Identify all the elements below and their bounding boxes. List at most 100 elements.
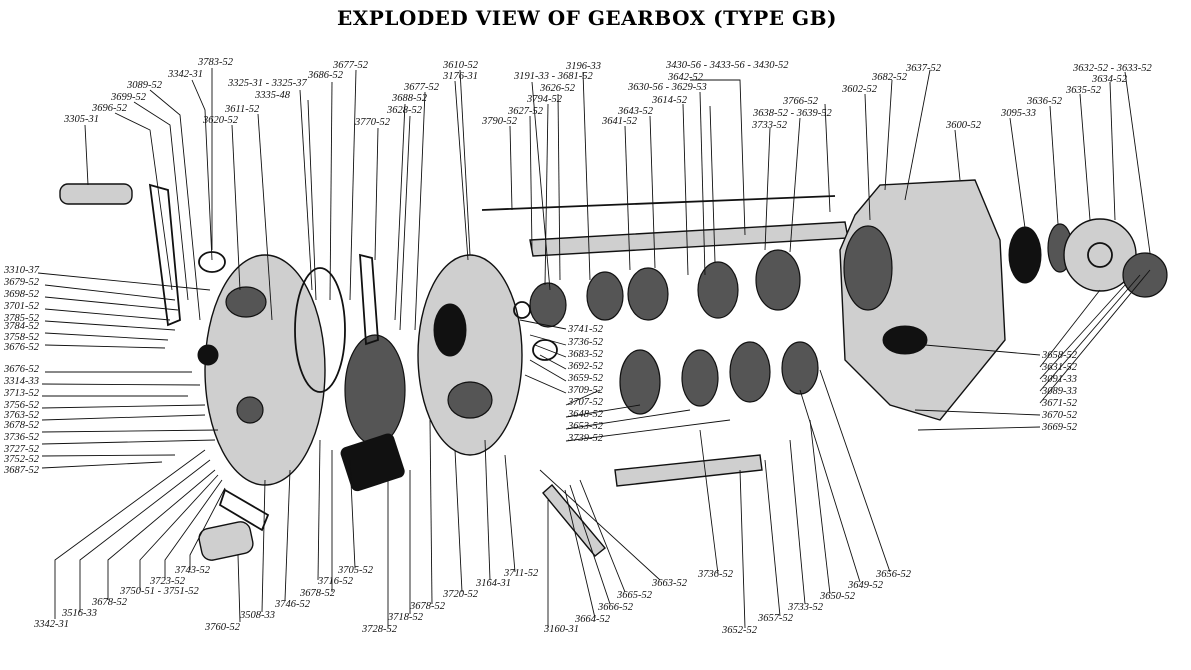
part-label: 3790-52 bbox=[481, 116, 518, 127]
part-label: 3196-33 bbox=[565, 61, 601, 72]
part-label: 3637-52 bbox=[905, 63, 942, 74]
part-label: 3713-52 bbox=[3, 388, 40, 399]
part-label: 3164-31 bbox=[475, 578, 511, 589]
part-label: 3718-52 bbox=[387, 612, 424, 623]
part-label: 3728-52 bbox=[361, 624, 398, 635]
part-label: 3678-52 bbox=[3, 420, 40, 431]
part-label: 3516-33 bbox=[61, 608, 97, 619]
part-label: 3679-52 bbox=[3, 277, 40, 288]
part-label: 3314-33 bbox=[3, 376, 39, 387]
end-plate-boss bbox=[447, 381, 493, 419]
part-label: 3611-52 bbox=[224, 104, 260, 115]
part-label: 3641-52 bbox=[601, 116, 638, 127]
part-label: 3671-52 bbox=[1041, 398, 1078, 409]
part-label: 3709-52 bbox=[567, 385, 604, 396]
clutch-lever bbox=[359, 253, 379, 346]
part-label: 3664-52 bbox=[574, 614, 611, 625]
part-label: 3736-52 bbox=[567, 337, 604, 348]
part-label: 3739-52 bbox=[567, 433, 604, 444]
part-label: 3733-52 bbox=[787, 602, 824, 613]
part-label: 3677-52 bbox=[332, 60, 369, 71]
part-label: 3630-56 - 3629-53 bbox=[627, 82, 707, 93]
part-label: 3705-52 bbox=[337, 565, 374, 576]
part-label: 3683-52 bbox=[567, 349, 604, 360]
part-label: 3652-52 bbox=[721, 625, 758, 636]
part-label: 3610-52 bbox=[442, 60, 479, 71]
part-label: 3160-31 bbox=[543, 624, 579, 635]
part-label: 3635-52 bbox=[1065, 85, 1102, 96]
end-plate bbox=[417, 254, 523, 456]
part-label: 3676-52 bbox=[3, 342, 40, 353]
part-label: 3746-52 bbox=[274, 599, 311, 610]
part-labels: 3305-31 3696-52 3699-52 3089-52 3342-31 … bbox=[3, 57, 1152, 636]
part-label: 3342-31 bbox=[167, 69, 203, 80]
layshaft-gears bbox=[513, 301, 819, 415]
selector-spindle bbox=[542, 483, 606, 557]
part-label: 3325-31 - 3325-37 bbox=[227, 78, 307, 89]
part-label: 3305-31 bbox=[63, 114, 99, 125]
part-label: 3638-52 - 3639-52 bbox=[752, 108, 832, 119]
gear-pedal-lever bbox=[218, 488, 270, 532]
gear-pedal-rubber bbox=[198, 521, 254, 561]
mainshaft-gears bbox=[529, 249, 801, 328]
part-label: 3650-52 bbox=[819, 591, 856, 602]
part-label: 3758-52 bbox=[3, 332, 40, 343]
part-label: 3669-52 bbox=[1041, 422, 1078, 433]
part-label: 3602-52 bbox=[841, 84, 878, 95]
part-label: 3743-52 bbox=[174, 565, 211, 576]
end-plate-bearing bbox=[433, 303, 467, 357]
part-label: 3620-52 bbox=[202, 115, 239, 126]
part-label: 3614-52 bbox=[651, 95, 688, 106]
part-label: 3707-52 bbox=[567, 397, 604, 408]
part-label: 3720-52 bbox=[442, 589, 479, 600]
part-label: 3632-52 - 3633-52 bbox=[1072, 63, 1152, 74]
part-label: 3766-52 bbox=[782, 96, 819, 107]
outer-cover bbox=[204, 254, 326, 486]
part-label: 3665-52 bbox=[616, 590, 653, 601]
shell-boss bbox=[882, 325, 928, 355]
diagram-title: EXPLODED VIEW OF GEARBOX (TYPE GB) bbox=[337, 6, 837, 30]
part-label: 3657-52 bbox=[757, 613, 794, 624]
part-label: 3756-52 bbox=[3, 400, 40, 411]
part-label: 3659-52 bbox=[567, 373, 604, 384]
layshaft bbox=[614, 454, 763, 487]
lock-ring bbox=[1122, 252, 1168, 298]
part-label: 3699-52 bbox=[110, 92, 147, 103]
pedal-boss bbox=[236, 396, 264, 424]
part-label: 3678-52 bbox=[409, 601, 446, 612]
kickstart-crank bbox=[148, 183, 181, 327]
part-label: 3634-52 bbox=[1091, 74, 1128, 85]
sleeve-gear-bearing bbox=[1008, 226, 1042, 284]
part-label: 3752-52 bbox=[3, 454, 40, 465]
part-label: 3627-52 bbox=[507, 106, 544, 117]
part-label: 3091-33 bbox=[1041, 374, 1077, 385]
part-label: 3430-56 - 3433-56 - 3430-52 bbox=[665, 60, 789, 71]
part-label: 3682-52 bbox=[871, 72, 908, 83]
part-label: 3649-52 bbox=[847, 580, 884, 591]
part-label: 3626-52 bbox=[539, 83, 576, 94]
selector-quadrant bbox=[340, 433, 405, 492]
part-label: 3677-52 bbox=[403, 82, 440, 93]
part-label: 3696-52 bbox=[91, 103, 128, 114]
part-label: 3653-52 bbox=[567, 421, 604, 432]
part-label: 3089-52 bbox=[126, 80, 163, 91]
part-label: 3736-52 bbox=[697, 569, 734, 580]
part-label: 3666-52 bbox=[597, 602, 634, 613]
mainshaft bbox=[529, 221, 849, 257]
part-label: 3741-52 bbox=[567, 324, 604, 335]
part-label: 3723-52 bbox=[149, 576, 186, 587]
part-label: 3770-52 bbox=[354, 117, 391, 128]
part-label: 3688-52 bbox=[391, 93, 428, 104]
part-label: 3678-52 bbox=[91, 597, 128, 608]
part-label: 3763-52 bbox=[3, 410, 40, 421]
part-label: 3089-33 bbox=[1041, 386, 1077, 397]
part-label: 3733-52 bbox=[751, 120, 788, 131]
part-label: 3670-52 bbox=[1041, 410, 1078, 421]
ratchet-plate bbox=[344, 334, 406, 446]
leader-lines bbox=[37, 68, 1151, 629]
part-label: 3631-52 bbox=[1041, 362, 1078, 373]
kickstart-rubber bbox=[59, 183, 133, 205]
part-label: 3676-52 bbox=[3, 364, 40, 375]
part-label: 3642-52 bbox=[667, 72, 704, 83]
part-label: 3698-52 bbox=[3, 289, 40, 300]
